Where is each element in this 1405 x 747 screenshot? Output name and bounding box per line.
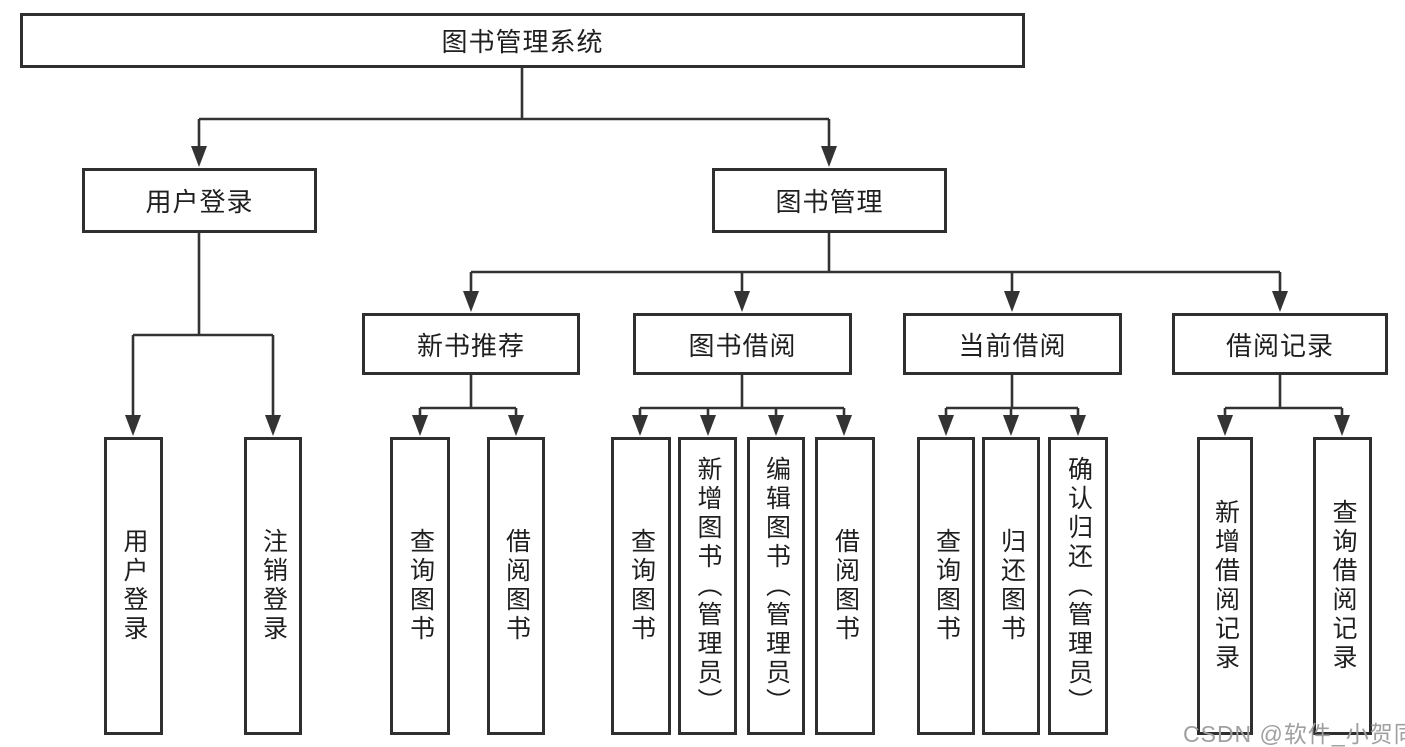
leaf-borrow-add-book: 新增图书（管理员） xyxy=(678,437,737,735)
leaf-borrow-borrow-book: 借阅图书 xyxy=(815,437,875,735)
leaf-borrow-query-book: 查询图书 xyxy=(611,437,671,735)
node-book-management: 图书管理 xyxy=(712,168,947,233)
leaf-borrow-edit-book: 编辑图书（管理员） xyxy=(747,437,805,735)
leaf-logout: 注销登录 xyxy=(244,437,302,735)
node-current-borrow: 当前借阅 xyxy=(903,313,1122,375)
leaf-borrow-add-book-label: 新增图书（管理员） xyxy=(694,455,722,717)
node-new-book-recommend: 新书推荐 xyxy=(362,313,580,375)
leaf-record-add-label: 新增借阅记录 xyxy=(1211,499,1240,673)
leaf-current-confirm-return-label: 确认归还（管理员） xyxy=(1064,455,1093,717)
leaf-user-login-label: 用户登录 xyxy=(120,528,148,644)
node-user-login-label: 用户登录 xyxy=(145,187,254,217)
csdn-watermark: CSDN @软件_小贺同学 xyxy=(1183,721,1405,747)
leaf-current-confirm-return: 确认归还（管理员） xyxy=(1048,437,1108,735)
node-current-borrow-label: 当前借阅 xyxy=(958,330,1067,361)
leaf-recommend-borrow-book-label: 借阅图书 xyxy=(502,528,531,644)
leaf-record-query-label: 查询借阅记录 xyxy=(1329,499,1357,673)
leaf-borrow-edit-book-label: 编辑图书（管理员） xyxy=(762,455,791,717)
node-book-borrow-label: 图书借阅 xyxy=(688,330,797,361)
node-root: 图书管理系统 xyxy=(20,13,1025,68)
leaf-borrow-borrow-book-label: 借阅图书 xyxy=(831,528,860,644)
leaf-user-login: 用户登录 xyxy=(104,437,163,735)
leaf-recommend-borrow-book: 借阅图书 xyxy=(487,437,545,735)
node-borrow-record: 借阅记录 xyxy=(1172,313,1388,375)
node-book-borrow: 图书借阅 xyxy=(633,313,852,375)
leaf-recommend-query-book-label: 查询图书 xyxy=(406,528,435,644)
node-borrow-record-label: 借阅记录 xyxy=(1225,330,1334,361)
leaf-current-return-book: 归还图书 xyxy=(982,437,1040,735)
leaf-current-return-book-label: 归还图书 xyxy=(997,528,1026,644)
node-book-management-label: 图书管理 xyxy=(775,187,884,217)
node-root-label: 图书管理系统 xyxy=(441,27,604,57)
leaf-record-query: 查询借阅记录 xyxy=(1313,437,1372,735)
arrowheads xyxy=(125,146,1350,436)
node-new-book-recommend-label: 新书推荐 xyxy=(416,330,525,361)
leaf-record-add: 新增借阅记录 xyxy=(1197,437,1253,735)
leaf-current-query-book: 查询图书 xyxy=(917,437,975,735)
node-user-login: 用户登录 xyxy=(82,168,317,233)
leaf-current-query-book-label: 查询图书 xyxy=(932,528,961,644)
leaf-borrow-query-book-label: 查询图书 xyxy=(627,528,656,644)
leaf-recommend-query-book: 查询图书 xyxy=(390,437,450,735)
leaf-logout-label: 注销登录 xyxy=(259,528,288,644)
